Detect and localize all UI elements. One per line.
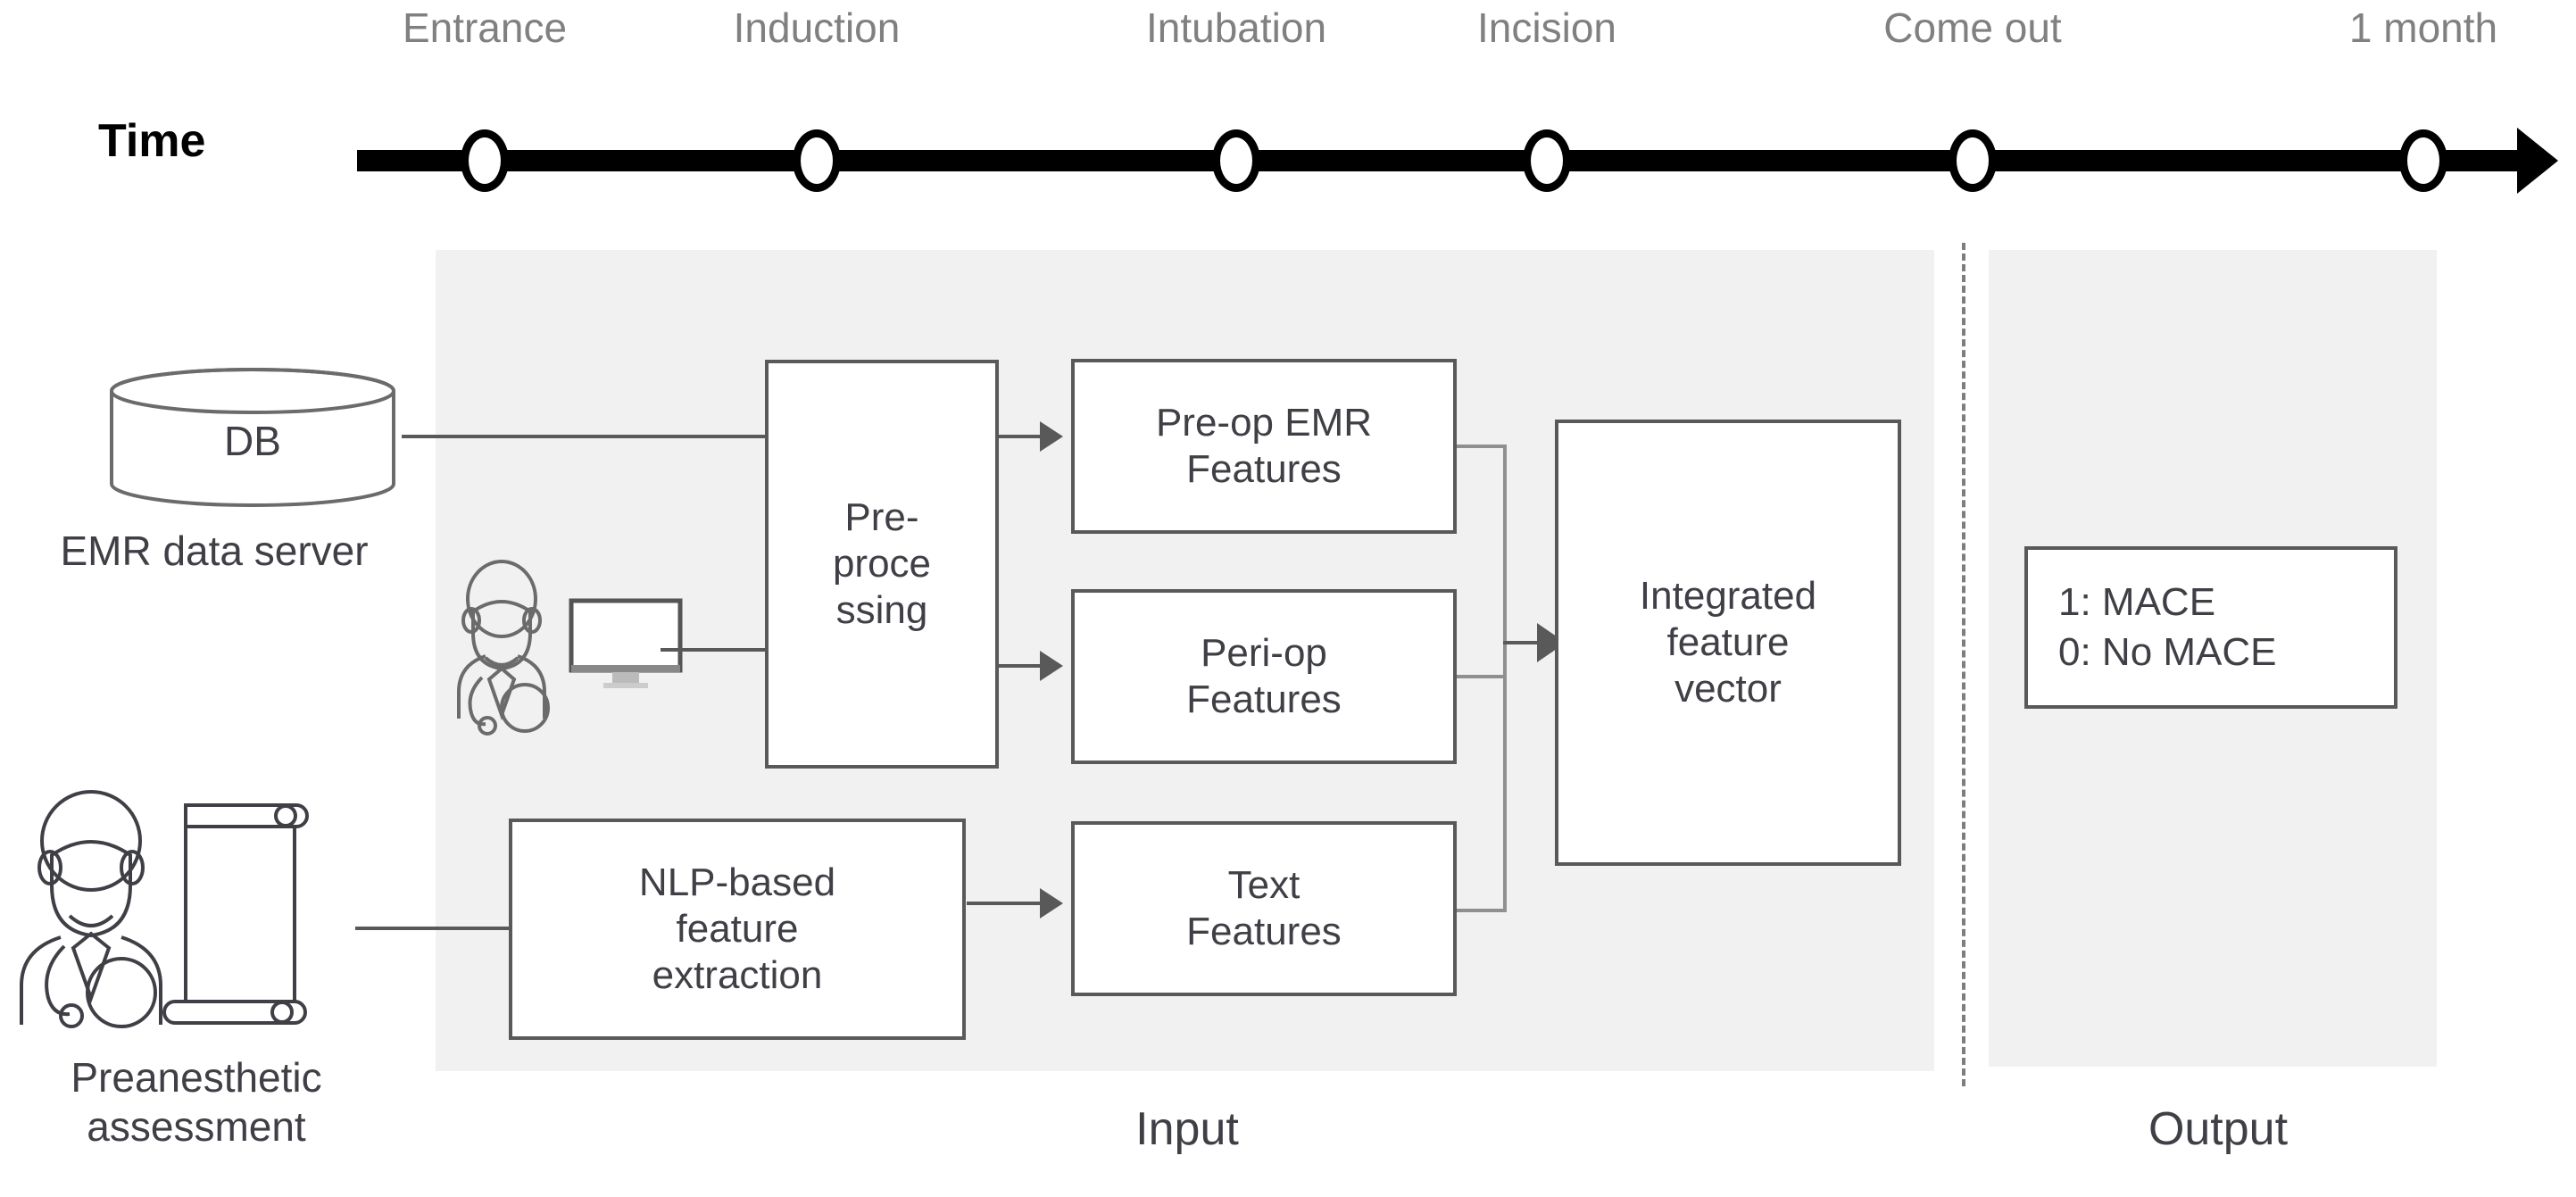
connector-db-to-preprocessing bbox=[402, 435, 767, 438]
input-output-divider bbox=[1962, 243, 1965, 1086]
nlp-line1: NLP-based bbox=[638, 860, 836, 905]
timeline-label-induction: Induction bbox=[733, 4, 901, 51]
arrow-line-bus-to-vector bbox=[1503, 641, 1541, 644]
input-section-label: Input bbox=[1135, 1103, 1239, 1155]
preanesthetic-caption-line2: assessment bbox=[87, 1103, 306, 1151]
emr-data-server-caption: EMR data server bbox=[27, 527, 402, 576]
preprocessing-line3: ssing bbox=[835, 587, 928, 632]
timeline-axis-label: Time bbox=[98, 115, 206, 167]
doctor-with-monitor-icon bbox=[457, 560, 683, 736]
pre-op-emr-features-box[interactable]: Pre-op EMR Features bbox=[1071, 359, 1457, 534]
preprocessing-line2: proce bbox=[832, 542, 932, 586]
preanesthetic-assessment-caption: Preanesthetic assessment bbox=[0, 1053, 393, 1151]
preanesthetic-caption-line1: Preanesthetic bbox=[71, 1054, 322, 1101]
arrow-line-preproc-to-periop bbox=[999, 664, 1042, 668]
merge-bus-vertical bbox=[1503, 445, 1507, 910]
text-line2: Features bbox=[1186, 910, 1342, 953]
text-features-box[interactable]: Text Features bbox=[1071, 821, 1457, 996]
timeline-node-comeout[interactable] bbox=[1949, 129, 1997, 192]
timeline-label-1month: 1 month bbox=[2348, 4, 2498, 51]
arrow-line-nlp-to-text bbox=[967, 902, 1042, 905]
timeline-node-entrance[interactable] bbox=[461, 129, 509, 192]
vector-line1: Integrated bbox=[1639, 574, 1817, 619]
vector-line3: vector bbox=[1674, 666, 1782, 711]
preop-line2: Features bbox=[1186, 447, 1342, 491]
connector-assessment-to-nlp bbox=[355, 927, 511, 930]
mace-output-classes-box[interactable]: 1: MACE 0: No MACE bbox=[2024, 546, 2397, 709]
timeline-label-intubation: Intubation bbox=[1145, 4, 1327, 51]
emr-caption-line1: EMR data bbox=[60, 528, 243, 574]
peri-op-features-box[interactable]: Peri-op Features bbox=[1071, 589, 1457, 764]
bus-stub-periop bbox=[1457, 675, 1507, 678]
preprocessing-box[interactable]: Pre- proce ssing bbox=[765, 360, 999, 769]
mace-class-negative: 0: No MACE bbox=[2058, 630, 2277, 674]
nlp-line2: feature bbox=[676, 907, 799, 952]
timeline-label-entrance: Entrance bbox=[402, 4, 568, 51]
timeline-label-incision: Incision bbox=[1477, 4, 1616, 51]
doctor-with-scroll-icon bbox=[20, 790, 309, 1028]
bus-stub-text bbox=[1457, 909, 1507, 912]
output-section-label: Output bbox=[2148, 1103, 2289, 1155]
timeline-axis-line bbox=[357, 150, 2535, 171]
arrow-line-preproc-to-preop bbox=[999, 435, 1042, 438]
timeline-label-comeout: Come out bbox=[1883, 4, 2062, 51]
timeline-node-incision[interactable] bbox=[1523, 129, 1571, 192]
integrated-feature-vector-box[interactable]: Integrated feature vector bbox=[1555, 420, 1901, 866]
periop-line1: Peri-op bbox=[1201, 631, 1327, 676]
arrow-head-preproc-to-preop bbox=[1040, 421, 1063, 452]
text-line1: Text bbox=[1227, 863, 1300, 908]
periop-line2: Features bbox=[1186, 677, 1342, 721]
timeline-arrow-icon bbox=[2517, 128, 2558, 194]
preop-line1: Pre-op EMR bbox=[1155, 401, 1373, 445]
nlp-feature-extraction-box[interactable]: NLP-based feature extraction bbox=[509, 819, 966, 1040]
vector-line2: feature bbox=[1666, 620, 1790, 665]
svg-text:DB: DB bbox=[224, 418, 281, 464]
preprocessing-line1: Pre- bbox=[844, 495, 919, 540]
arrow-head-nlp-to-text bbox=[1040, 888, 1063, 919]
emr-caption-line2: server bbox=[253, 528, 369, 574]
arrow-head-preproc-to-periop bbox=[1040, 651, 1063, 681]
database-icon: DB bbox=[110, 368, 395, 507]
connector-clinician-to-preprocessing bbox=[661, 648, 767, 652]
timeline-node-1month[interactable] bbox=[2399, 129, 2447, 192]
timeline-node-intubation[interactable] bbox=[1212, 129, 1260, 192]
nlp-line3: extraction bbox=[652, 952, 823, 997]
timeline-node-induction[interactable] bbox=[793, 129, 841, 192]
mace-class-positive: 1: MACE bbox=[2058, 579, 2216, 624]
bus-stub-preop bbox=[1457, 445, 1507, 448]
